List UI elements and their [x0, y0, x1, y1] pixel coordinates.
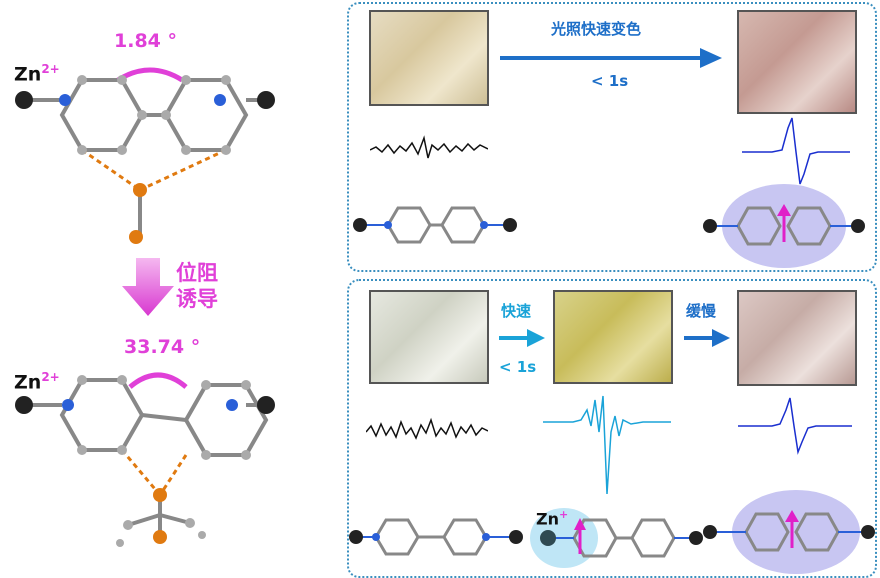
- right-arrow-icon: [500, 48, 722, 68]
- top-panel: [347, 2, 877, 272]
- epr-signal-cyan: [543, 395, 671, 495]
- viologen-radical-molecule: [703, 184, 865, 268]
- induction-label: 位阻 诱导: [176, 261, 218, 311]
- angle-arc-top: [116, 67, 184, 83]
- crystal-photo-before: [369, 10, 489, 106]
- epr-signal-blue-bottom: [738, 397, 852, 455]
- bipyridine-bottom-molecule: [15, 372, 275, 547]
- bottom-panel: [347, 279, 877, 578]
- zn-top-label: Zn2+: [14, 62, 60, 86]
- viologen-molecule-bottom-left: [349, 518, 523, 556]
- epr-signal-blue: [742, 117, 850, 185]
- crystal-photo-pink: [737, 290, 857, 386]
- fast-time-label: < 1s: [499, 358, 537, 376]
- epr-flat-signal-bottom: [366, 417, 488, 440]
- crystal-photo-after: [737, 10, 857, 114]
- zn-plus-molecule: [530, 508, 703, 568]
- zn-atom: [15, 91, 33, 109]
- electron-spin-up-icon: [777, 204, 791, 216]
- crystal-photo-initial: [369, 290, 489, 384]
- zn-atom: [15, 396, 33, 414]
- fast-label: 快速: [501, 302, 532, 320]
- electron-spin-up-icon: [785, 510, 799, 522]
- slow-label: 缓慢: [686, 302, 717, 320]
- angle-top-label: 1.84 °: [114, 30, 177, 52]
- bipyridine-top-molecule: [15, 67, 275, 244]
- illumination-label: 光照快速变色: [551, 20, 642, 38]
- epr-flat-signal: [370, 135, 488, 159]
- zn-plus-label: Zn+: [536, 508, 569, 529]
- viologen-radical-molecule-bottom: [703, 490, 875, 574]
- crystal-photo-yellow: [553, 290, 673, 384]
- zn-atom: [257, 91, 275, 109]
- angle-arc-bottom: [128, 372, 188, 389]
- angle-bottom-label: 33.74 °: [124, 336, 201, 358]
- time-label: < 1s: [591, 72, 629, 90]
- slow-arrow-icon: [684, 329, 730, 347]
- zn-atom: [257, 396, 275, 414]
- fast-arrow-icon: [499, 329, 545, 347]
- down-arrow-icon: [122, 258, 174, 316]
- zn-bottom-label: Zn2+: [14, 370, 60, 394]
- viologen-molecule-left: [353, 206, 517, 244]
